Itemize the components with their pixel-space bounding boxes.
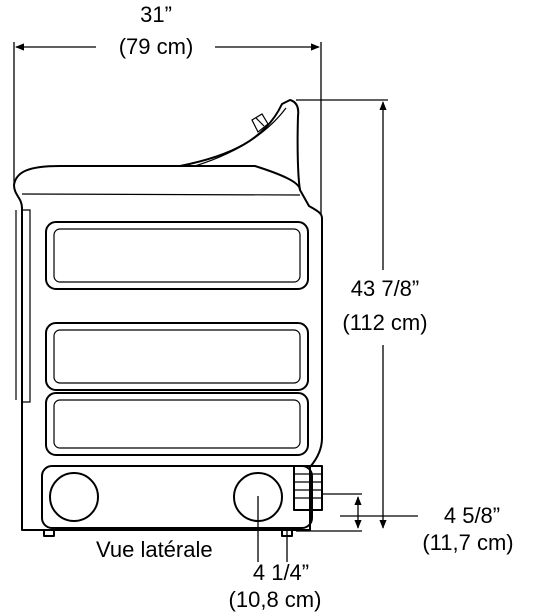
console-knob-icon (251, 113, 269, 133)
cabinet-panel-3 (45, 392, 309, 456)
offset-imperial: 4 1/4” (253, 560, 309, 585)
foot-offset-dimension: 4 1/4” (10,8 cm) (229, 496, 322, 612)
height-metric: (112 cm) (342, 310, 427, 335)
front-door-edge (22, 209, 31, 403)
cabinet-panel-1 (45, 221, 309, 290)
width-dimension: 31” (79 cm) (13, 2, 322, 215)
width-metric: (79 cm) (119, 34, 194, 59)
view-label: Vue latérale (96, 537, 213, 562)
cabinet-panel-3-inner (53, 399, 301, 449)
cabinet-panel-2 (45, 322, 309, 391)
dryer-outline (13, 165, 323, 531)
clearance-imperial: 4 5/8” (444, 503, 500, 528)
offset-metric: (10,8 cm) (229, 587, 322, 612)
foot-left-icon (43, 529, 55, 537)
width-imperial: 31” (140, 2, 172, 27)
console-knob-mark-icon (255, 117, 265, 127)
console-inner-line (194, 107, 287, 167)
dryer-body (13, 99, 323, 537)
cabinet-panel-2-inner (53, 329, 301, 384)
top-edge-line (21, 193, 301, 196)
control-console (179, 99, 301, 191)
height-imperial: 43 7/8” (351, 276, 420, 301)
clearance-metric: (11,7 cm) (422, 530, 513, 555)
height-dimension: 43 7/8” (112 cm) (296, 99, 428, 529)
cabinet-panel-1-inner (53, 228, 301, 283)
exhaust-vent (293, 465, 323, 511)
base-panel (41, 465, 313, 529)
foot-clearance-dimension: 4 5/8” (11,7 cm) (296, 493, 514, 555)
rear-wheel-icon (49, 472, 99, 522)
